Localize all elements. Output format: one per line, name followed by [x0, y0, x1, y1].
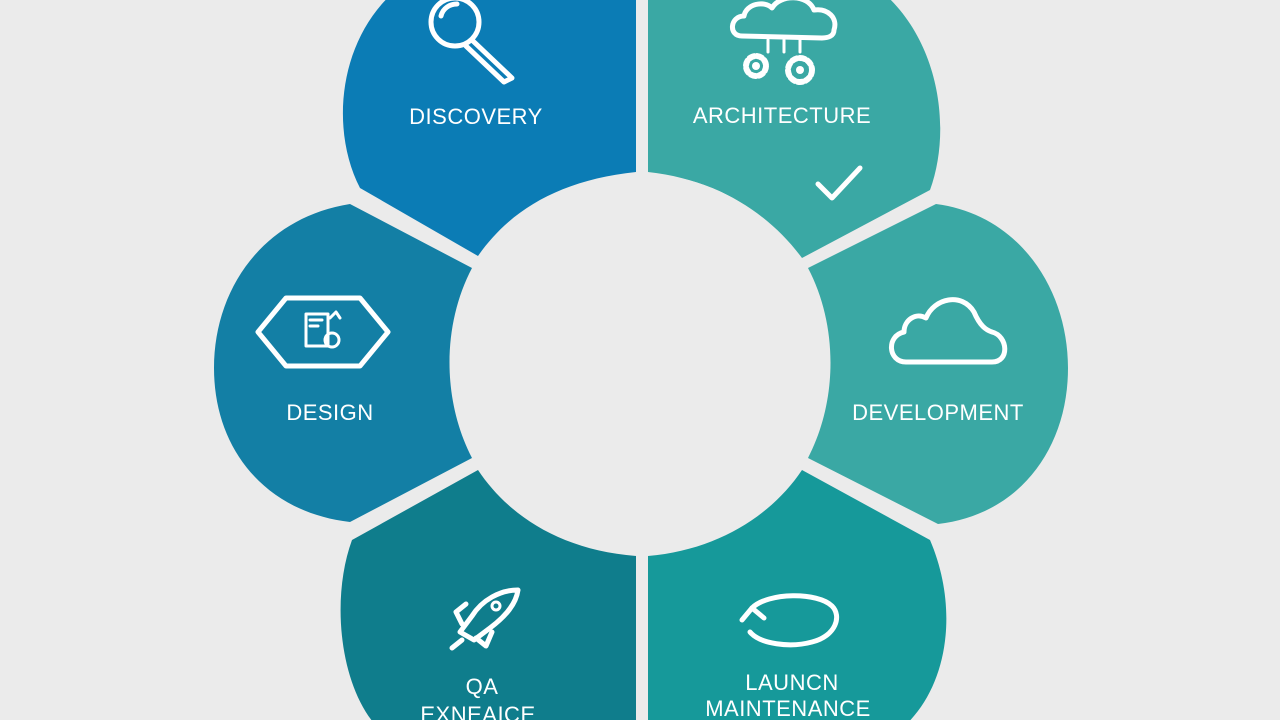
label-qa: QA	[466, 674, 499, 699]
label-launch: LAUNCN	[745, 670, 838, 695]
magnifier-icon	[428, 0, 515, 85]
label-design: DESIGN	[286, 400, 373, 425]
checkmark-icon	[815, 165, 863, 201]
refresh-cycle-icon	[739, 593, 839, 648]
center-circle	[453, 174, 829, 550]
segment-qa	[340, 470, 636, 720]
segment-discovery	[342, 0, 636, 256]
label-launch-line2: MAINTENANCE	[705, 696, 871, 720]
label-discovery: DISCOVERY	[409, 104, 543, 129]
segment-design	[214, 204, 472, 522]
rocket-icon	[449, 587, 521, 651]
design-frame-icon	[255, 295, 391, 369]
cloud-icon	[889, 297, 1008, 365]
label-development: DEVELOPMENT	[852, 400, 1024, 425]
label-qa-line2: EXNEAICE	[420, 702, 535, 720]
label-architecture: ARCHITECTURE	[693, 103, 871, 128]
cloud-gears-icon	[730, 0, 838, 85]
segment-architecture	[648, 0, 941, 258]
